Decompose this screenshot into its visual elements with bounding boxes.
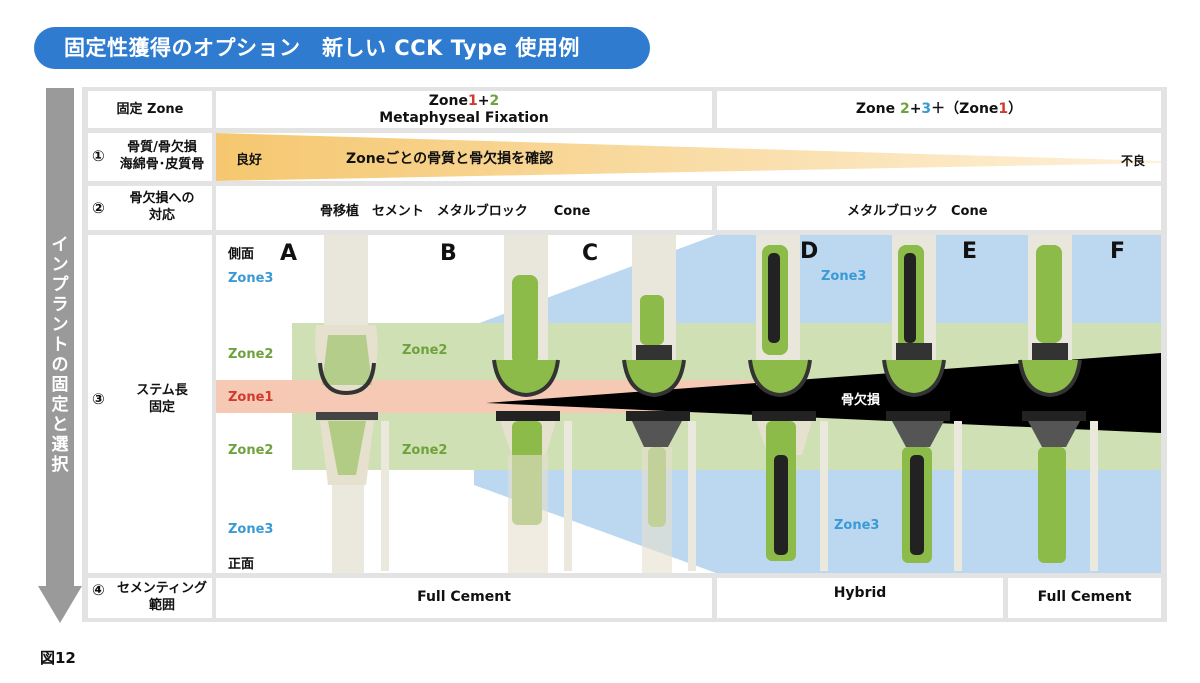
defect-response-left: 骨移植 セメント メタルブロック Cone (216, 186, 712, 230)
implant-f (1018, 235, 1098, 571)
defect-response-right: メタルブロック Cone (717, 186, 1161, 230)
down-arrow-icon (38, 88, 82, 623)
implant-a (315, 235, 389, 573)
letter-c: C (582, 241, 599, 266)
bone-quality-bar: 良好 Zoneごとの骨質と骨欠損を確認 不良 (216, 133, 1161, 181)
row-label-zone: 固定 Zone (88, 91, 212, 128)
cementing-right: Full Cement (1008, 578, 1161, 618)
letter-f: F (1110, 239, 1126, 264)
side-label: インプラントの固定と選択 (51, 235, 69, 475)
page-title: 固定性獲得のオプション 新しい CCK Type 使用例 (34, 27, 650, 69)
implant-e (882, 235, 962, 571)
row-label-bone-quality: ① 骨質/骨欠損 海綿骨･皮質骨 (88, 133, 212, 181)
implant-c (622, 235, 696, 573)
header-left: Zone1+2 Metaphyseal Fixation (216, 91, 712, 128)
implant-d (748, 235, 828, 571)
implant-b (492, 235, 572, 573)
main-table: 固定 Zone ① 骨質/骨欠損 海綿骨･皮質骨 ② 骨欠損への 対応 ③ ステ… (82, 87, 1167, 622)
letter-a: A (280, 241, 298, 266)
cementing-mid: Hybrid (717, 578, 1003, 618)
cementing-left: Full Cement (216, 578, 712, 618)
row-label-stem-fixation: ③ ステム長 固定 (88, 235, 212, 573)
quality-gradient-wedge (216, 133, 1161, 181)
letter-b: B (440, 241, 457, 266)
implant-diagram-svg (216, 235, 1161, 573)
row-label-cementing: ④ セメンティング 範囲 (88, 578, 212, 618)
row-label-defect-response: ② 骨欠損への 対応 (88, 186, 212, 230)
implant-diagram: 側面 Zone3 Zone2 Zone1 Zone2 Zone3 正面 Zone… (216, 235, 1161, 573)
figure-label: 図12 (40, 649, 76, 667)
letter-d: D (800, 239, 819, 264)
header-right: Zone 2+3＋（Zone1） (717, 91, 1161, 128)
bone-defect-wedge (486, 353, 1161, 433)
letter-e: E (962, 239, 978, 264)
